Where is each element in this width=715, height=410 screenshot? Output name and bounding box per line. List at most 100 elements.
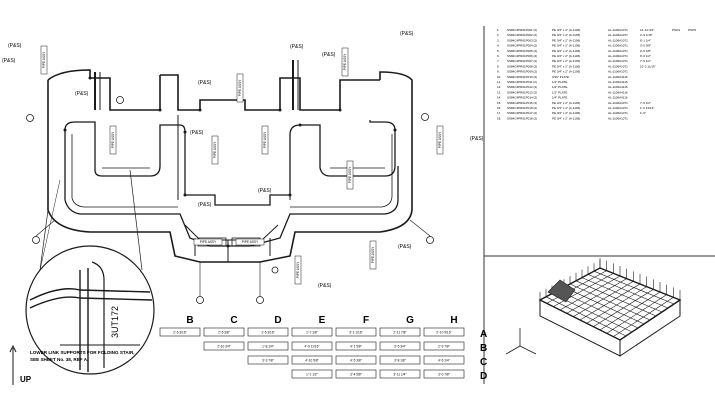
column-header: B xyxy=(186,315,193,326)
bom-cell: SS84C4PR01P001 (2) xyxy=(507,28,537,32)
pipe-label: PIPE ASSY xyxy=(438,131,442,148)
marker-circle xyxy=(32,236,40,244)
bom-cell: AL-1106A4116 xyxy=(608,96,628,100)
bom-cell: PE 3/4" x 2" (A-1106) xyxy=(552,54,580,58)
table-cell xyxy=(291,369,333,379)
table-cell-value: 3'-8 1/8" xyxy=(394,359,406,363)
bom-cell: 3'-5 3/8" xyxy=(640,44,651,48)
bom-cell: 15. xyxy=(497,101,501,105)
bom-cell: 9'-0 1/2" xyxy=(640,54,651,58)
bom-cell: PE 3/4" x 2" (A-1106) xyxy=(552,64,580,68)
bom-cell: SS84C4PR01P002 (2) xyxy=(507,33,537,37)
table-cell-value: 2'-6 3/16" xyxy=(173,331,186,335)
column-header: C xyxy=(230,315,237,326)
column-header: D xyxy=(274,315,281,326)
table-cell-value: 1'-8 1/4" xyxy=(262,345,274,349)
row-header: A xyxy=(480,329,487,340)
table-cell xyxy=(423,327,465,337)
table-cell xyxy=(379,369,421,379)
bom-cell: 12. xyxy=(497,85,501,89)
column-header: E xyxy=(319,315,326,326)
bom-cell: 18. xyxy=(497,116,501,120)
marker-circle xyxy=(116,96,124,104)
table-cell xyxy=(291,341,333,351)
frame-inner xyxy=(64,120,399,247)
callout: (P&S) xyxy=(398,244,412,250)
bom-cell: PE 3/4" x 2" (A-1106) xyxy=(552,44,580,48)
callout: (P&S) xyxy=(198,202,212,208)
callout: (P&S) xyxy=(190,130,204,136)
bom-cell: 1/2" PLATE xyxy=(552,90,567,94)
table-cell-value: 1'-1 1/2" xyxy=(306,373,318,377)
bom-cell: 2'-9 1/16" xyxy=(640,33,653,37)
table-cell-value: 2'-10 3/4" xyxy=(217,345,230,349)
bom-cell: 16. xyxy=(497,106,501,110)
bom-cell: 6'-1 1/4" xyxy=(640,38,651,42)
bom-cell: SS84C4PR01P007 (2) xyxy=(507,59,537,63)
bom-cell: SS84C4PR01P005 (2) xyxy=(507,49,537,53)
callout: (P&S) xyxy=(318,283,332,289)
bom-cell: 3. xyxy=(497,38,500,42)
bom-cell: 3/16" PLATE xyxy=(552,75,569,79)
bom-cell: AL-1106A4116 xyxy=(608,80,628,84)
bom-cell: PE 3/4" x 2" (A-1106) xyxy=(552,28,580,32)
bom-cell: 2'-6 1/8" xyxy=(640,49,651,53)
marker-circle xyxy=(271,266,279,274)
bom-cell: AL-1106A1071 xyxy=(608,44,628,48)
isometric-view xyxy=(505,258,682,357)
table-cell-value: 3'-11 1/4" xyxy=(393,373,406,377)
marker-circle xyxy=(426,236,434,244)
table-cell xyxy=(379,341,421,351)
pipe-label: PIPE ASSY xyxy=(343,53,347,70)
bom-cell: AL-1106A1071 xyxy=(608,49,628,53)
pipe-label: PIPE ASSY xyxy=(263,131,267,148)
table-cell xyxy=(423,355,465,365)
bom-cell: AL-1106A1071 xyxy=(608,28,628,32)
row-header: B xyxy=(480,343,487,354)
bom-cell: 5. xyxy=(497,49,500,53)
table-cell-value: 4'-5 3/8" xyxy=(350,359,362,363)
table-cell-value: 3'-3 7/8" xyxy=(262,359,274,363)
pipe-labels: PIPE ASSY PIPE ASSY PIPE ASSY PIPE ASSY … xyxy=(40,45,444,285)
table-cell-value: 4'-6 1/4" xyxy=(438,359,450,363)
table-cell-value: 4'-9 11/16" xyxy=(305,345,320,349)
bom-cell: AL-1106A4116 xyxy=(608,75,628,79)
table-cell-value: 1'-7 1/8" xyxy=(306,331,318,335)
marker-circle xyxy=(26,114,34,122)
table-cell xyxy=(335,355,377,365)
pipe-label: PIPE ASSY xyxy=(213,141,217,158)
bom-cell: 4. xyxy=(497,44,500,48)
pipe-label: PIPE ASSY xyxy=(242,240,259,244)
column-header: H xyxy=(450,315,457,326)
plan-view xyxy=(26,60,434,304)
frame-outer xyxy=(47,69,413,263)
bom-cell: SS84C4PR01P010 (2) xyxy=(507,75,537,79)
callouts: (P&S) (P&S) (P&S) (P&S) (P&S) (P&S) (P&S… xyxy=(2,31,484,289)
leader xyxy=(129,169,143,271)
bom-cell: SS84C4PR01P008 (2) xyxy=(507,64,537,68)
detail-text: 3UT172 xyxy=(110,306,120,338)
up-label: UP xyxy=(20,375,32,384)
bom-cell: AL-1106A4116 xyxy=(608,85,628,89)
leader xyxy=(39,179,61,271)
bom-cell: 1/4" PLATE xyxy=(552,80,567,84)
bom-cell: AL-1106A4116 xyxy=(608,90,628,94)
bom-cell: SS84C4PR01P018 (2) xyxy=(507,116,537,120)
bom-cell: 14'-10 3/4" xyxy=(640,28,654,32)
table-cell-value: 1'-5 3/16" xyxy=(261,331,274,335)
up-arrow: UP xyxy=(9,344,32,385)
callout: (P&S) xyxy=(198,80,212,86)
bom-cell: 11. xyxy=(497,80,501,84)
bom-cell: PE 3/4" x 2" (A-1106) xyxy=(552,116,580,120)
bom-cell: 13. xyxy=(497,90,501,94)
marker-circle xyxy=(196,296,204,304)
table-cell-value: 4'-1 5/8" xyxy=(350,345,362,349)
bom-cell: 14. xyxy=(497,96,501,100)
frame-inner-2 xyxy=(71,134,393,208)
table-cell xyxy=(423,341,465,351)
bom-cell: 10'-2 11/16" xyxy=(640,64,656,68)
table-cell xyxy=(423,369,465,379)
callout: (P&S) xyxy=(470,136,484,142)
row-header: C xyxy=(480,357,487,368)
